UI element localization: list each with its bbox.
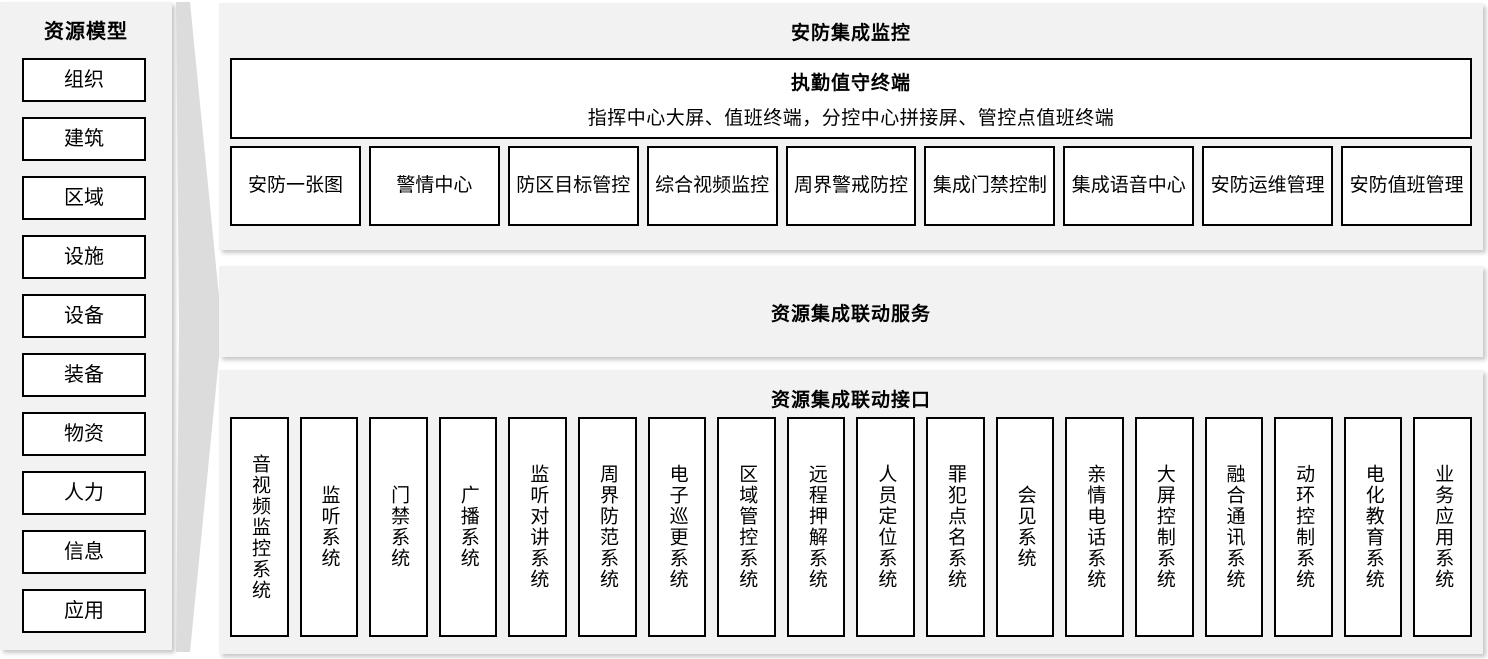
sidebar-item-organization[interactable]: 组织 [22, 58, 146, 102]
system-listening-intercom[interactable]: 监听对讲系统 [508, 417, 568, 637]
system-visitation[interactable]: 会见系统 [995, 417, 1055, 637]
flow-arrow-icon [176, 2, 222, 652]
system-perimeter-defense[interactable]: 周界防范系统 [578, 417, 637, 637]
resource-model-panel: 资源模型 组织 建筑 区域 设施 设备 装备 物资 人力 信息 应用 [0, 2, 172, 650]
resource-linkage-service-panel: 资源集成联动服务 [219, 266, 1483, 357]
module-integrated-access-control[interactable]: 集成门禁控制 [924, 146, 1056, 226]
interface-panel-title: 资源集成联动接口 [770, 390, 931, 411]
system-broadcast[interactable]: 广播系统 [438, 417, 498, 637]
resource-model-title: 资源模型 [44, 21, 128, 43]
system-environment-power-control[interactable]: 动环控制系统 [1274, 417, 1333, 637]
sidebar-item-area[interactable]: 区域 [22, 176, 146, 220]
security-integration-panel: 安防集成监控 执勤值守终端 指挥中心大屏、值班终端，分控中心拼接屏、管控点值班终… [219, 3, 1483, 250]
interface-system-row: 音视频监控系统 监听系统 门禁系统 广播系统 监听对讲系统 周界防范系统 电子巡… [230, 417, 1472, 637]
system-av-surveillance[interactable]: 音视频监控系统 [230, 417, 289, 637]
module-security-map[interactable]: 安防一张图 [230, 146, 361, 226]
system-family-phone[interactable]: 亲情电话系统 [1065, 417, 1124, 637]
sidebar-item-equipment[interactable]: 设备 [22, 294, 146, 338]
system-listening[interactable]: 监听系统 [299, 417, 359, 637]
system-inmate-roll-call[interactable]: 罪犯点名系统 [926, 417, 985, 637]
duty-terminal-subtitle: 指挥中心大屏、值班终端，分控中心拼接屏、管控点值班终端 [587, 107, 1115, 129]
module-security-ops-management[interactable]: 安防运维管理 [1202, 146, 1334, 226]
module-security-duty-management[interactable]: 安防值班管理 [1341, 146, 1473, 226]
sidebar-item-application[interactable]: 应用 [22, 589, 146, 633]
security-module-row: 安防一张图 警情中心 防区目标管控 综合视频监控 周界警戒防控 集成门禁控制 集… [230, 146, 1473, 226]
system-large-screen-control[interactable]: 大屏控制系统 [1134, 417, 1194, 637]
system-electronic-patrol[interactable]: 电子巡更系统 [647, 417, 707, 637]
resource-linkage-interface-panel: 资源集成联动接口 音视频监控系统 监听系统 门禁系统 广播系统 监听对讲系统 周… [219, 370, 1483, 654]
sidebar-item-information[interactable]: 信息 [22, 530, 146, 574]
service-panel-title: 资源集成联动服务 [770, 304, 931, 325]
system-converged-communication[interactable]: 融合通讯系统 [1204, 417, 1264, 637]
module-alarm-center[interactable]: 警情中心 [368, 146, 500, 226]
sidebar-item-facility[interactable]: 设施 [22, 235, 146, 279]
sidebar-item-building[interactable]: 建筑 [22, 117, 146, 161]
system-access-control[interactable]: 门禁系统 [369, 417, 428, 637]
system-business-application[interactable]: 业务应用系统 [1413, 417, 1472, 637]
system-personnel-positioning[interactable]: 人员定位系统 [856, 417, 916, 637]
system-area-control[interactable]: 区域管控系统 [717, 417, 776, 637]
duty-terminal-box: 执勤值守终端 指挥中心大屏、值班终端，分控中心拼接屏、管控点值班终端 [230, 58, 1472, 139]
module-perimeter-alert-defense[interactable]: 周界警戒防控 [785, 146, 917, 226]
system-remote-escort[interactable]: 远程押解系统 [786, 417, 846, 637]
sidebar-item-gear[interactable]: 装备 [22, 353, 146, 397]
module-integrated-video-surveillance[interactable]: 综合视频监控 [646, 146, 778, 226]
security-panel-title: 安防集成监控 [790, 23, 911, 44]
sidebar-item-materials[interactable]: 物资 [22, 412, 146, 456]
resource-model-list: 组织 建筑 区域 设施 设备 装备 物资 人力 信息 应用 [22, 58, 146, 648]
module-zone-target-control[interactable]: 防区目标管控 [507, 146, 639, 226]
sidebar-item-manpower[interactable]: 人力 [22, 471, 146, 515]
duty-terminal-title: 执勤值守终端 [790, 72, 911, 94]
module-integrated-voice-center[interactable]: 集成语音中心 [1063, 146, 1195, 226]
system-electronic-education[interactable]: 电化教育系统 [1343, 417, 1403, 637]
